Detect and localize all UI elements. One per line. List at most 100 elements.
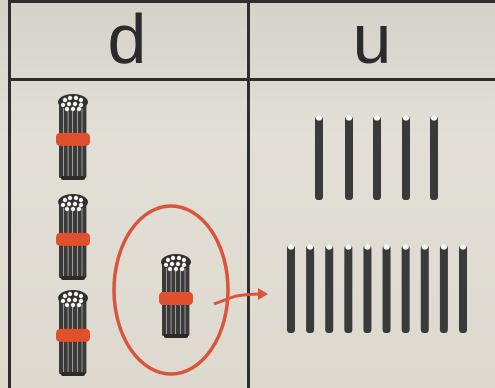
unit-stick-end xyxy=(316,115,322,120)
unit-stick xyxy=(402,115,410,200)
unit-stick-body xyxy=(306,245,314,333)
stick-end xyxy=(79,203,83,207)
stick-end xyxy=(77,207,81,211)
bundle-being-split xyxy=(159,254,193,338)
unit-stick-end xyxy=(460,244,466,249)
stick-end xyxy=(63,198,67,202)
unit-stick-end xyxy=(431,115,437,120)
tens-bundle xyxy=(56,194,90,280)
unit-stick-body xyxy=(383,245,391,333)
stick-end xyxy=(171,256,175,260)
unit-stick xyxy=(345,115,353,200)
stick-end xyxy=(61,203,65,207)
unit-stick xyxy=(344,244,352,333)
unit-stick-body xyxy=(315,116,323,200)
unit-stick-end xyxy=(422,244,428,249)
units-sticks-upper xyxy=(315,115,438,200)
unit-stick xyxy=(459,244,467,333)
tens-column-bundles xyxy=(56,94,90,376)
stick-end xyxy=(182,258,186,262)
stick-end xyxy=(67,102,71,106)
unit-stick-body xyxy=(344,245,352,333)
unit-stick-end xyxy=(441,244,447,249)
stick-end xyxy=(79,294,83,298)
unit-stick-end xyxy=(402,244,408,249)
stick-end xyxy=(65,207,69,211)
stick-end xyxy=(63,294,67,298)
unit-stick-body xyxy=(459,245,467,333)
unit-stick-end xyxy=(288,244,294,249)
bundle-band xyxy=(56,133,90,146)
stick-end xyxy=(176,262,180,266)
stick-end xyxy=(73,202,77,206)
stick-end xyxy=(71,303,75,307)
bundle-band xyxy=(56,233,90,246)
unit-stick xyxy=(430,115,438,200)
stick-end xyxy=(67,202,71,206)
stick-end xyxy=(170,262,174,266)
unit-stick-end xyxy=(346,115,352,120)
stick-end xyxy=(74,96,78,100)
stick-end xyxy=(166,258,170,262)
bundle-foot xyxy=(61,176,85,180)
exchange-arrow xyxy=(214,294,262,304)
tens-bundle xyxy=(56,290,90,376)
stick-end xyxy=(68,292,72,296)
stick-end xyxy=(65,107,69,111)
stick-end xyxy=(61,299,65,303)
unit-stick-end xyxy=(364,244,370,249)
unit-stick-end xyxy=(326,244,332,249)
unit-stick xyxy=(383,244,391,333)
stick-end xyxy=(77,303,81,307)
stick-end xyxy=(168,267,172,271)
unit-stick xyxy=(325,244,333,333)
unit-stick-end xyxy=(345,244,351,249)
stick-end xyxy=(71,207,75,211)
stick-end xyxy=(67,298,71,302)
unit-stick-body xyxy=(430,116,438,200)
tens-bundle-circled xyxy=(159,254,193,338)
stick-end xyxy=(65,303,69,307)
unit-stick-end xyxy=(307,244,313,249)
unit-stick xyxy=(373,115,381,200)
stick-end xyxy=(174,267,178,271)
unit-stick xyxy=(363,244,371,333)
unit-stick-body xyxy=(421,245,429,333)
unit-stick xyxy=(421,244,429,333)
unit-stick-body xyxy=(287,245,295,333)
unit-stick xyxy=(402,244,410,333)
unit-stick-end xyxy=(403,115,409,120)
stick-end xyxy=(79,299,83,303)
stick-end xyxy=(180,267,184,271)
bundle-band xyxy=(56,329,90,342)
unit-stick-body xyxy=(440,245,448,333)
stick-end xyxy=(63,98,67,102)
stick-end xyxy=(79,198,83,202)
unit-stick-body xyxy=(402,245,410,333)
bundle-foot xyxy=(61,372,85,376)
unit-stick-body xyxy=(363,245,371,333)
stick-end xyxy=(68,196,72,200)
exchange-arrowhead xyxy=(258,288,268,300)
stick-end xyxy=(74,292,78,296)
exchange-circle xyxy=(114,206,228,374)
stick-end xyxy=(77,107,81,111)
unit-stick-body xyxy=(345,116,353,200)
stick-end xyxy=(164,263,168,267)
unit-stick-end xyxy=(383,244,389,249)
stick-end xyxy=(73,298,77,302)
units-sticks-lower xyxy=(287,244,467,333)
bundle-foot xyxy=(61,276,85,280)
bundle-band xyxy=(159,292,193,305)
bundle-foot xyxy=(164,334,188,338)
unit-stick-body xyxy=(325,245,333,333)
unit-stick xyxy=(315,115,323,200)
stick-end xyxy=(79,98,83,102)
stick-end xyxy=(61,103,65,107)
stick-end xyxy=(71,107,75,111)
stick-end xyxy=(74,196,78,200)
unit-stick-end xyxy=(374,115,380,120)
unit-stick-body xyxy=(373,116,381,200)
